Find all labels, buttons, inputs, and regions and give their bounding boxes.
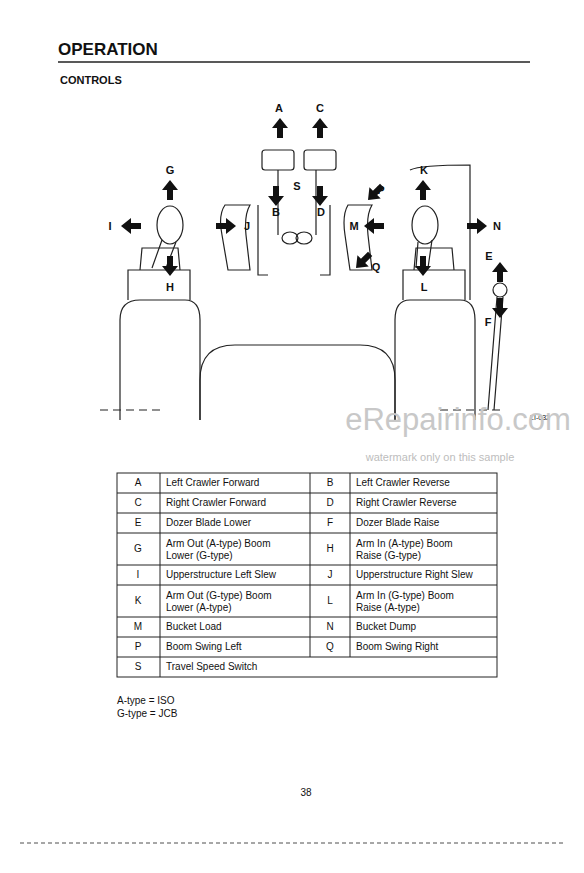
table-cell: Left Crawler Reverse [356, 477, 450, 489]
table-key: J [328, 569, 333, 581]
direction-arrow [268, 186, 284, 206]
direction-arrow [272, 118, 288, 138]
table-cell: Upperstructure Right Slew [356, 569, 473, 581]
table-cell: Arm In (A-type) Boom Raise (G-type) [356, 538, 468, 561]
direction-arrow [162, 256, 178, 276]
direction-arrow [362, 180, 387, 205]
table-cell: Right Crawler Reverse [356, 497, 457, 509]
direction-arrow [415, 256, 431, 276]
table-cell: Arm In (G-type) Boom Raise (A-type) [356, 590, 468, 613]
direction-arrow [467, 218, 487, 234]
callout-letter: S [293, 180, 300, 193]
callout-letter: A [275, 102, 283, 115]
callout-letter: C [316, 102, 324, 115]
callout-letter: M [349, 220, 358, 233]
table-key: A [135, 477, 142, 489]
table-key: C [134, 497, 141, 509]
table-cell: Left Crawler Forward [166, 477, 259, 489]
callout-letter: Q [372, 261, 381, 274]
table-cell: Travel Speed Switch [166, 661, 257, 673]
direction-arrow [312, 186, 328, 206]
callout-letter: J [244, 220, 250, 233]
callout-letter: P [377, 184, 384, 197]
table-cell: Boom Swing Right [356, 641, 438, 653]
table-cell: Bucket Load [166, 621, 222, 633]
table-key: Q [326, 641, 334, 653]
page-title: OPERATION [58, 40, 158, 60]
table-cell: Dozer Blade Raise [356, 517, 439, 529]
table-key: B [327, 477, 334, 489]
callout-letter: E [485, 250, 492, 263]
table-cell: Upperstructure Left Slew [166, 569, 276, 581]
callout-letter: F [485, 316, 492, 329]
callout-letter: I [108, 220, 111, 233]
table-cell: Right Crawler Forward [166, 497, 266, 509]
callout-letter: N [493, 220, 501, 233]
table-key: L [327, 595, 333, 607]
direction-arrow [492, 262, 508, 282]
callout-letter: G [166, 164, 175, 177]
watermark: eRepairinfo.com [345, 402, 571, 438]
section-heading: CONTROLS [60, 74, 122, 87]
callout-letter: B [272, 206, 280, 219]
table-cell: Dozer Blade Lower [166, 517, 251, 529]
callout-letter: D [317, 206, 325, 219]
callout-letter: K [420, 164, 428, 177]
direction-arrow [162, 180, 178, 200]
direction-arrow [121, 218, 141, 234]
table-key: P [135, 641, 142, 653]
table-cell: Arm Out (G-type) Boom Lower (A-type) [166, 590, 278, 613]
table-key: E [135, 517, 142, 529]
direction-arrow [364, 218, 384, 234]
direction-arrow [312, 118, 328, 138]
direction-arrow [216, 218, 236, 234]
callout-letter: H [166, 281, 174, 294]
table-key: N [326, 621, 333, 633]
callout-letter: L [421, 281, 428, 294]
table-key: F [327, 517, 333, 529]
table-key: G [134, 543, 142, 555]
direction-arrow [492, 298, 508, 318]
watermark: watermark only on this sample [366, 451, 515, 464]
table-key: H [326, 543, 333, 555]
table-cell: Bucket Dump [356, 621, 416, 633]
table-key: I [137, 569, 140, 581]
page-number: 38 [300, 787, 311, 799]
table-key: K [135, 595, 142, 607]
note-text: A-type = ISO [117, 695, 175, 707]
direction-arrow [415, 180, 431, 200]
table-cell: Arm Out (A-type) Boom Lower (G-type) [166, 538, 278, 561]
table-key: M [134, 621, 142, 633]
table-key: S [135, 661, 142, 673]
note-text: G-type = JCB [117, 708, 177, 720]
table-key: D [326, 497, 333, 509]
table-cell: Boom Swing Left [166, 641, 242, 653]
